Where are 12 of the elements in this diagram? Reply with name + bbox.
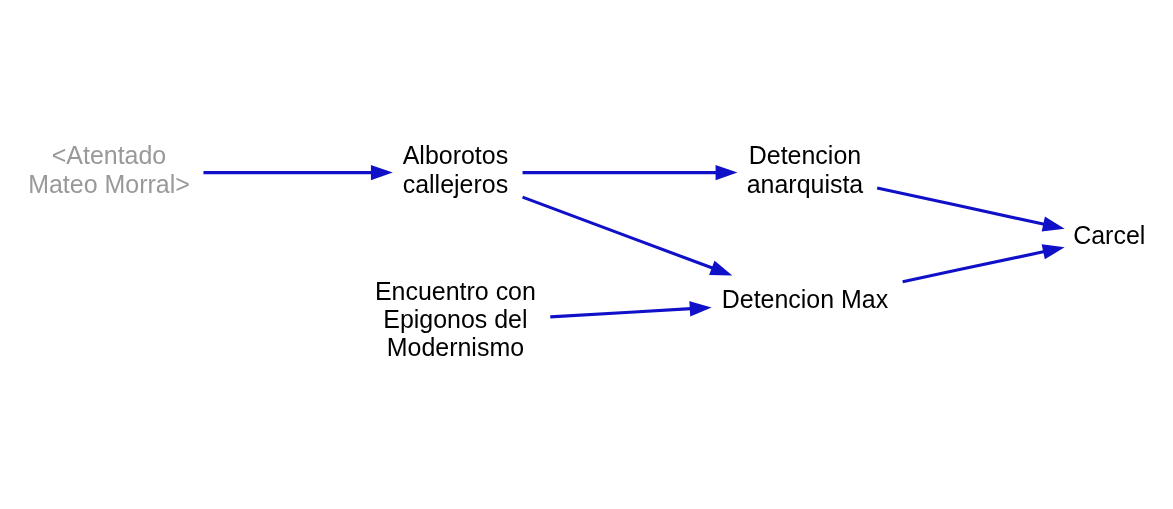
node-text: Carcel [1073, 221, 1146, 250]
node-text: Detencion Max [721, 285, 889, 314]
arrow [522, 195, 733, 276]
arrow [522, 164, 738, 181]
arrow [203, 164, 393, 181]
arrow [902, 244, 1065, 284]
arrow [550, 301, 712, 319]
node-text: <Atentado Mateo Morral> [28, 141, 190, 198]
node-text: Alborotos callejeros [402, 141, 509, 198]
node-text: Encuentro con Epigonos del Modernismo [374, 277, 536, 362]
node-text: Detencion anarquista [746, 141, 864, 198]
arrow [876, 186, 1065, 232]
